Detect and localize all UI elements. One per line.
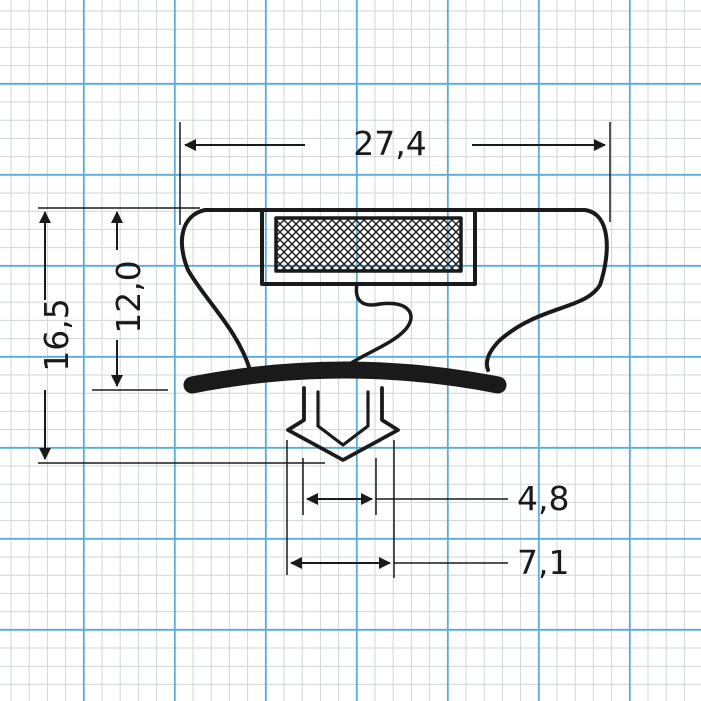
anchor-dart-outer: [286, 386, 400, 462]
base-strip: [183, 361, 507, 394]
magnet-insert: [274, 216, 463, 273]
magnet-housing: [260, 208, 477, 286]
gasket-profile: [180, 208, 609, 462]
dart-outer-label: 7,1: [517, 543, 569, 582]
height-inner-label: 12,0: [109, 260, 148, 333]
dart-inner-label: 4,8: [517, 479, 569, 518]
bellows-outline: [180, 208, 609, 372]
anchor-dart-inner: [316, 390, 370, 447]
inner-membrane: [346, 282, 413, 367]
width-label: 27,4: [353, 124, 426, 163]
height-total-label: 16,5: [37, 298, 76, 371]
dimension-lines: [38, 122, 611, 578]
